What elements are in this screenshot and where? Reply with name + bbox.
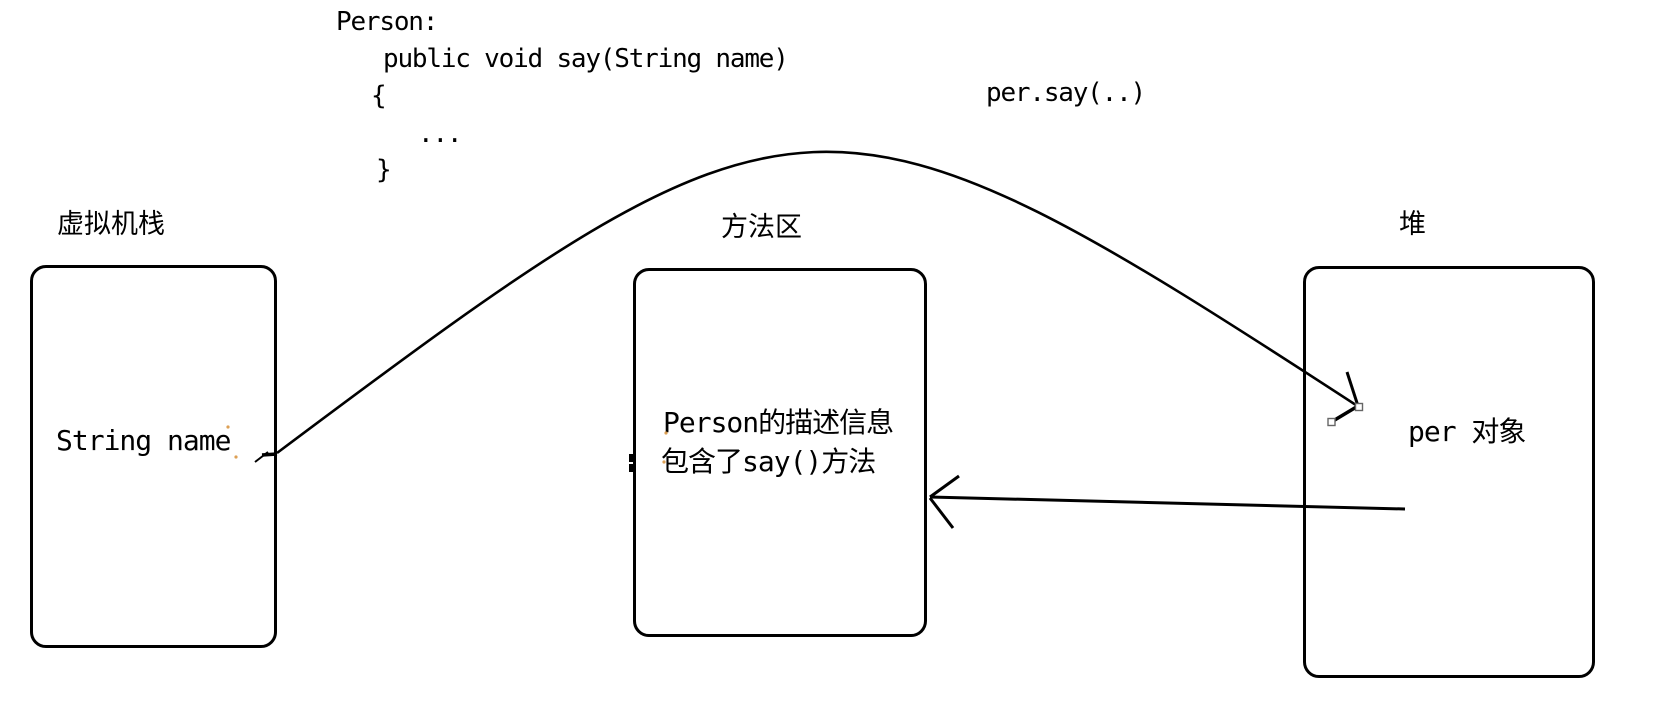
method-box-line1: Person的描述信息: [663, 406, 894, 439]
heap-to-method-arrowhead-barb2: [928, 497, 955, 529]
code-line-person: Person:: [336, 7, 438, 37]
code-line-open-brace: {: [371, 81, 387, 111]
code-line-close-brace: }: [376, 155, 392, 185]
call-label: per.say(..): [986, 78, 1146, 108]
stack-box-content: String name: [56, 424, 231, 457]
code-line-ellipsis: ...: [418, 119, 463, 149]
heap-region-label: 堆: [1399, 209, 1426, 240]
heap-box: [1303, 266, 1595, 678]
method-region-label: 方法区: [721, 212, 802, 243]
heap-to-method-arrowhead-barb1: [929, 474, 960, 499]
method-box-line2: 包含了say()方法: [661, 445, 876, 478]
code-line-signature: public void say(String name): [383, 44, 789, 74]
heap-box-content: per 对象: [1408, 415, 1526, 448]
stack-region-label: 虚拟机栈: [57, 209, 165, 240]
